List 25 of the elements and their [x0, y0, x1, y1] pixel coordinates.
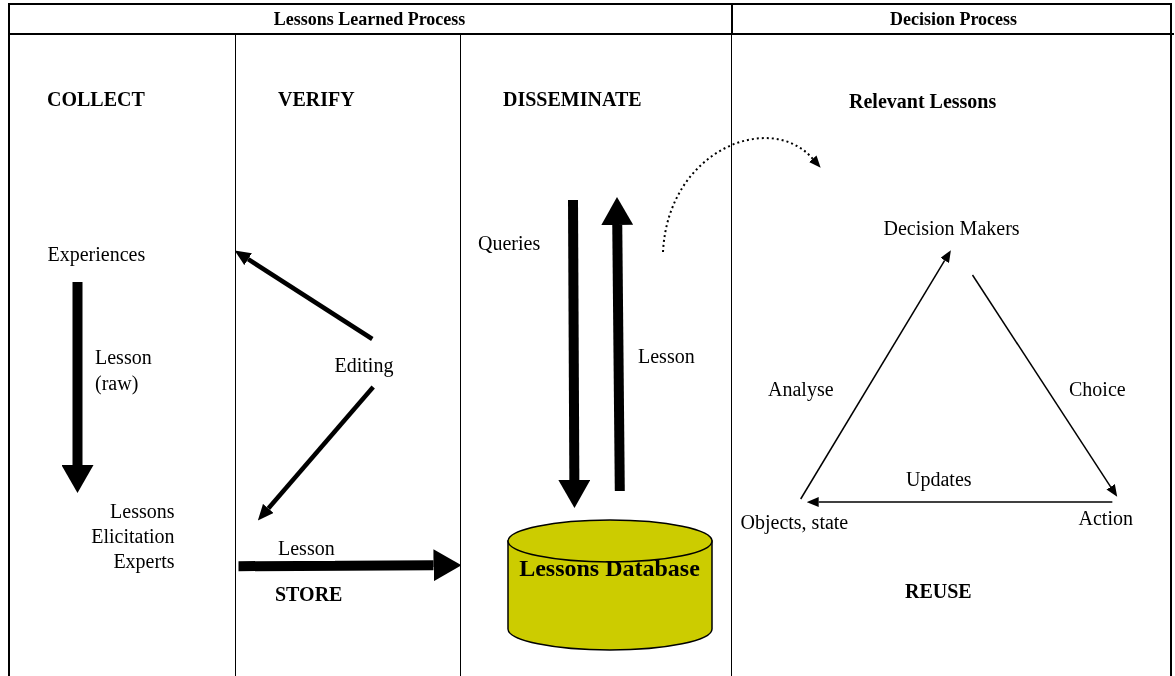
database-label: Lessons Database [518, 555, 701, 582]
stage-label: STORE [275, 583, 343, 606]
arrow [601, 197, 634, 492]
stage-label: REUSE [905, 580, 972, 603]
column-header: Lessons Learned Process [273, 8, 466, 30]
lane-heading: COLLECT [47, 88, 145, 111]
lane-heading: DISSEMINATE [503, 88, 642, 111]
column-header: Decision Process [889, 8, 1018, 30]
arrow [971, 274, 1118, 497]
arrow [806, 497, 1114, 507]
dotted-arrow [662, 137, 822, 253]
lane-heading: Relevant Lessons [849, 90, 997, 113]
node-label: Experiences [47, 242, 173, 268]
node-label: Decision Makers [883, 216, 1060, 242]
arrow [257, 385, 375, 521]
arrow [558, 200, 591, 508]
node-label: Action [1078, 506, 1151, 532]
arrow [238, 549, 462, 582]
node-label: Editing [334, 353, 425, 379]
node-label: Lessons Elicitation Experts [86, 499, 175, 583]
node-label: Objects, state [740, 510, 881, 536]
lane-heading: VERIFY [278, 88, 355, 111]
arrow [799, 250, 951, 500]
arrow [234, 250, 374, 341]
arrow [61, 282, 94, 493]
